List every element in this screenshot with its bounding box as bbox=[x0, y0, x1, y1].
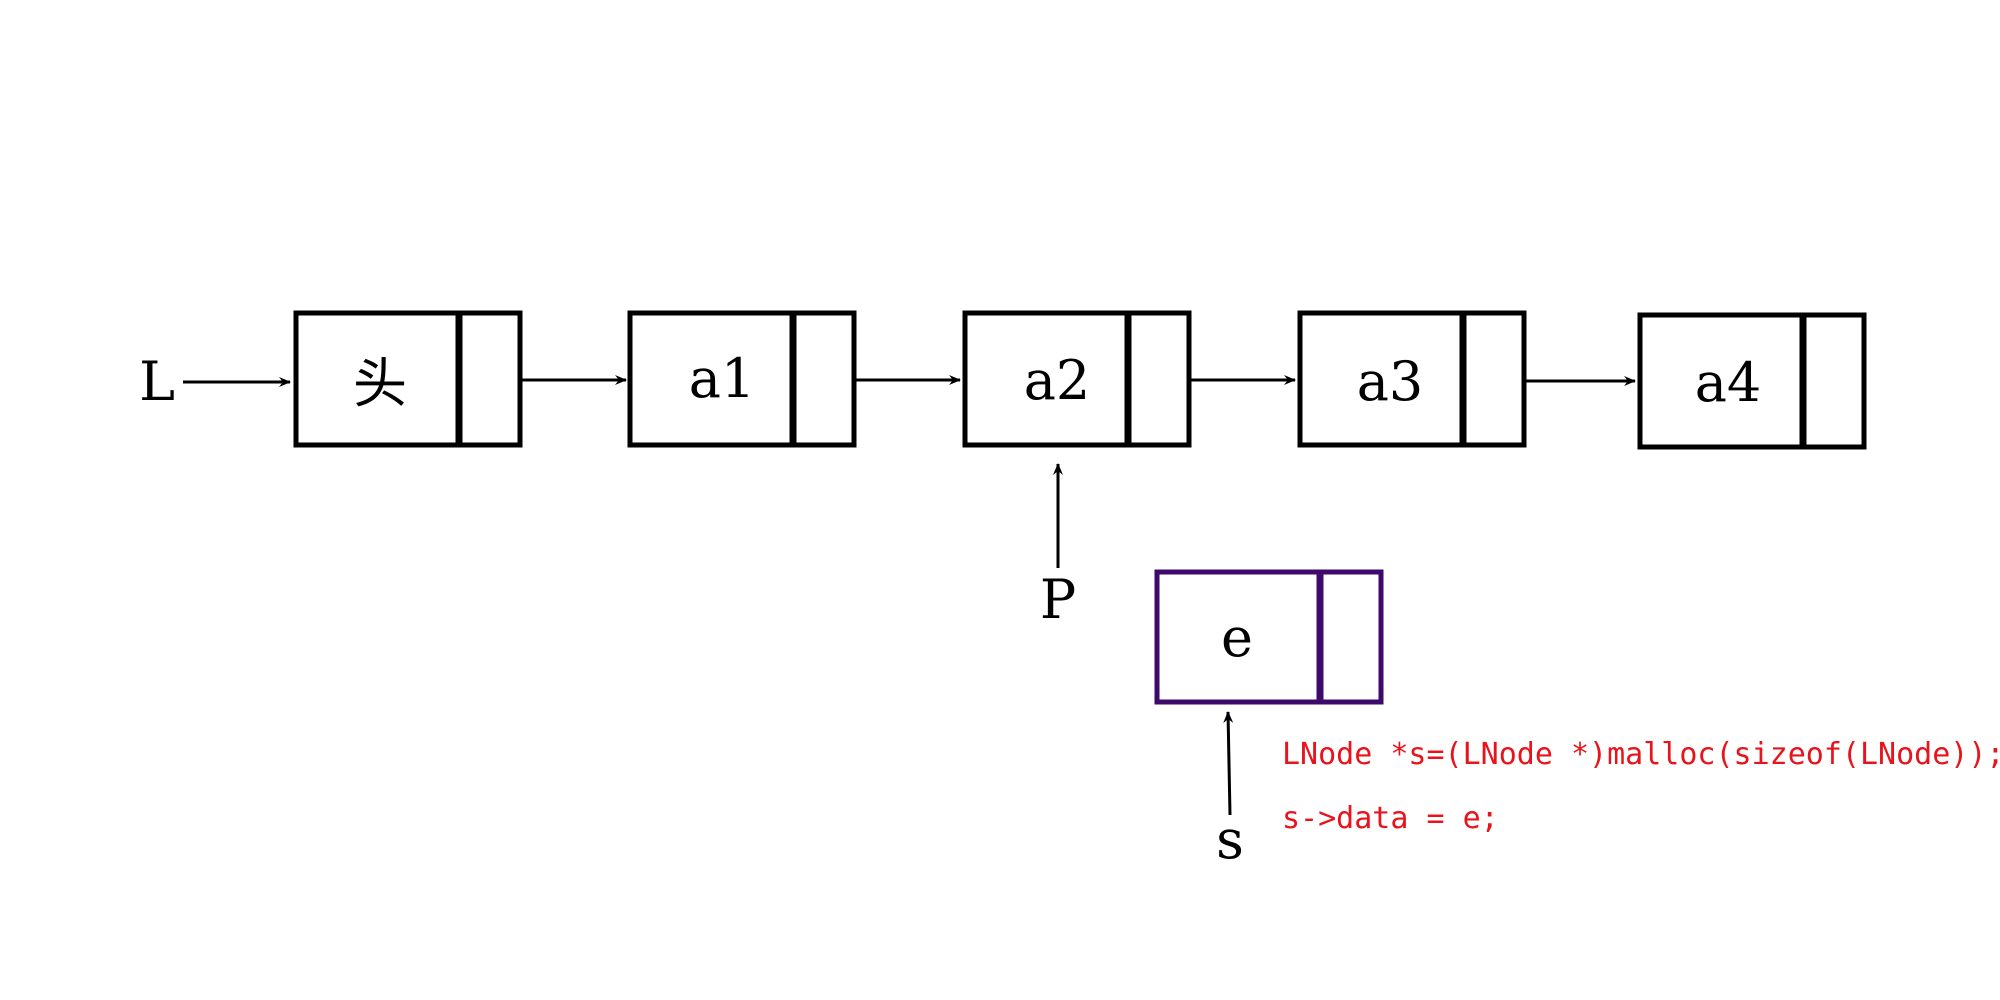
node-next-field bbox=[1801, 312, 1867, 450]
pointer-s-label: s bbox=[1216, 808, 1244, 871]
node-data-label: a2 bbox=[1024, 349, 1091, 412]
pointer-p-label: P bbox=[1040, 568, 1076, 631]
pointer-l-label: L bbox=[139, 350, 175, 413]
node-data-label: 头 bbox=[353, 352, 407, 415]
node-next-field bbox=[1126, 310, 1192, 448]
node-data-label: e bbox=[1221, 606, 1253, 669]
node-data-label: a1 bbox=[689, 347, 756, 410]
code-line-assign: s->data = e; bbox=[1282, 801, 1499, 836]
new-node-e: e bbox=[1154, 569, 1384, 705]
node-next-field bbox=[1318, 569, 1384, 705]
code-line-malloc: LNode *s=(LNode *)malloc(sizeof(LNode)); bbox=[1282, 737, 2000, 772]
node-next-field bbox=[791, 310, 857, 448]
arrow-s-to-new-node bbox=[1223, 711, 1234, 816]
node-data-label: a4 bbox=[1695, 351, 1762, 414]
node-next-field bbox=[457, 310, 523, 448]
list-node-a3: a3 bbox=[1297, 310, 1527, 448]
list-node-a4: a4 bbox=[1637, 312, 1867, 450]
list-node-a1: a1 bbox=[627, 310, 857, 448]
node-data-label: a3 bbox=[1357, 350, 1424, 413]
list-node-head: 头 bbox=[293, 310, 523, 448]
list-node-a2: a2 bbox=[962, 310, 1192, 448]
node-next-field bbox=[1461, 310, 1527, 448]
